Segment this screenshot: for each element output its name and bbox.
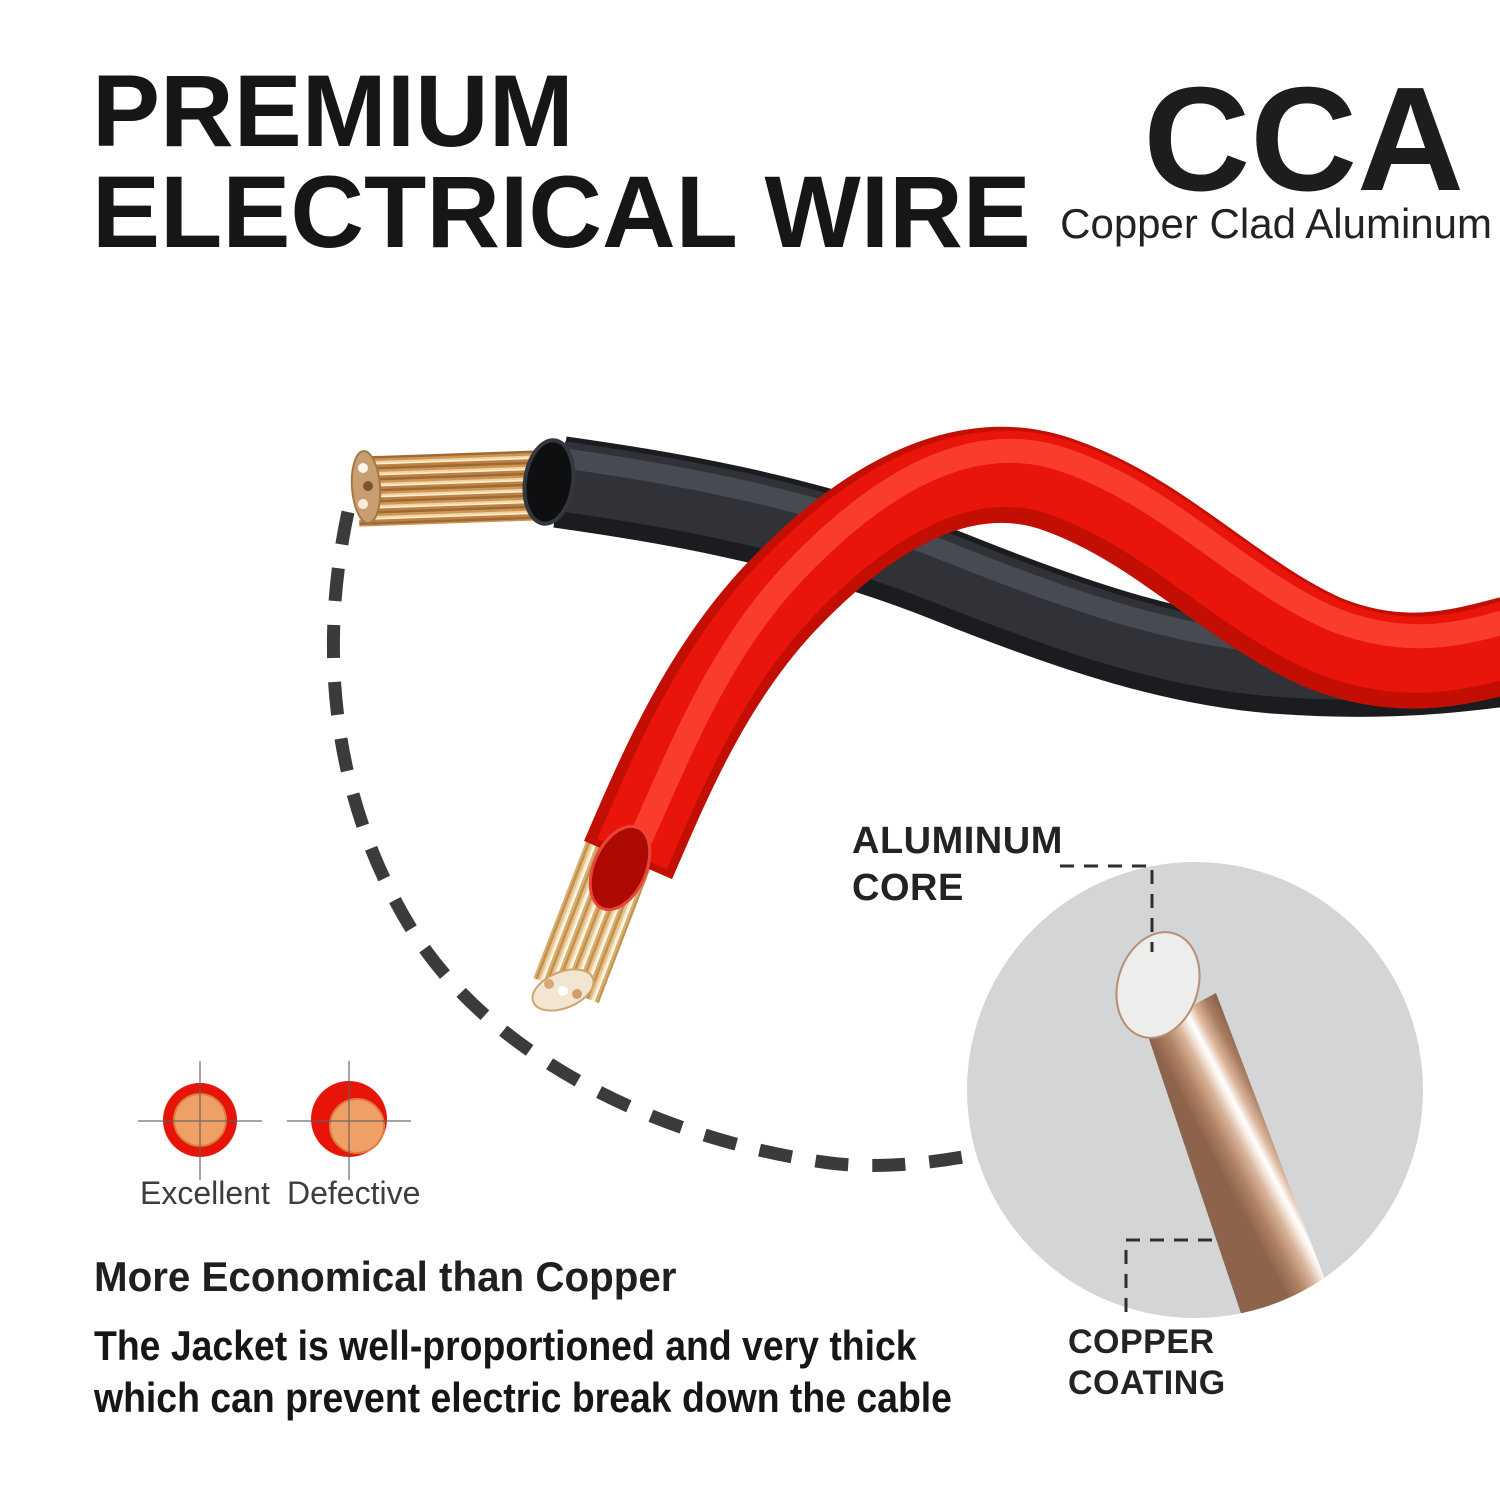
black-wire-cut-face <box>522 438 576 526</box>
black-wire-copper-strands <box>356 450 537 527</box>
copper-coating-callout-line <box>1124 1238 1212 1315</box>
copper-coating-label: COPPER COATING <box>1068 1323 1226 1402</box>
copper-coated-rod <box>1146 993 1350 1318</box>
cca-badge-subtitle: Copper Clad Aluminum <box>1060 200 1492 247</box>
aluminum-core-callout-line <box>1060 864 1154 952</box>
red-wire-cut-face <box>588 824 652 912</box>
crosshair-lines <box>138 1061 411 1180</box>
red-wire <box>531 426 1500 1012</box>
aluminum-core-label: ALUMINUM CORE <box>852 820 1063 909</box>
defective-label: Defective <box>287 1175 421 1211</box>
page-title-line2: ELECTRICAL WIRE <box>92 155 1031 269</box>
feature-body: The Jacket is well-proportioned and very… <box>94 1322 952 1421</box>
cross-section-comparison <box>138 1061 411 1180</box>
dashed-focus-arc <box>326 510 965 1172</box>
feature-headline: More Economical than Copper <box>94 1253 677 1300</box>
excellent-label: Excellent <box>140 1175 270 1211</box>
cca-badge: CCA <box>1143 57 1464 222</box>
magnifier-circle <box>967 862 1423 1318</box>
page-title-line1: PREMIUM <box>92 54 574 168</box>
aluminum-core-face <box>1115 931 1201 1039</box>
